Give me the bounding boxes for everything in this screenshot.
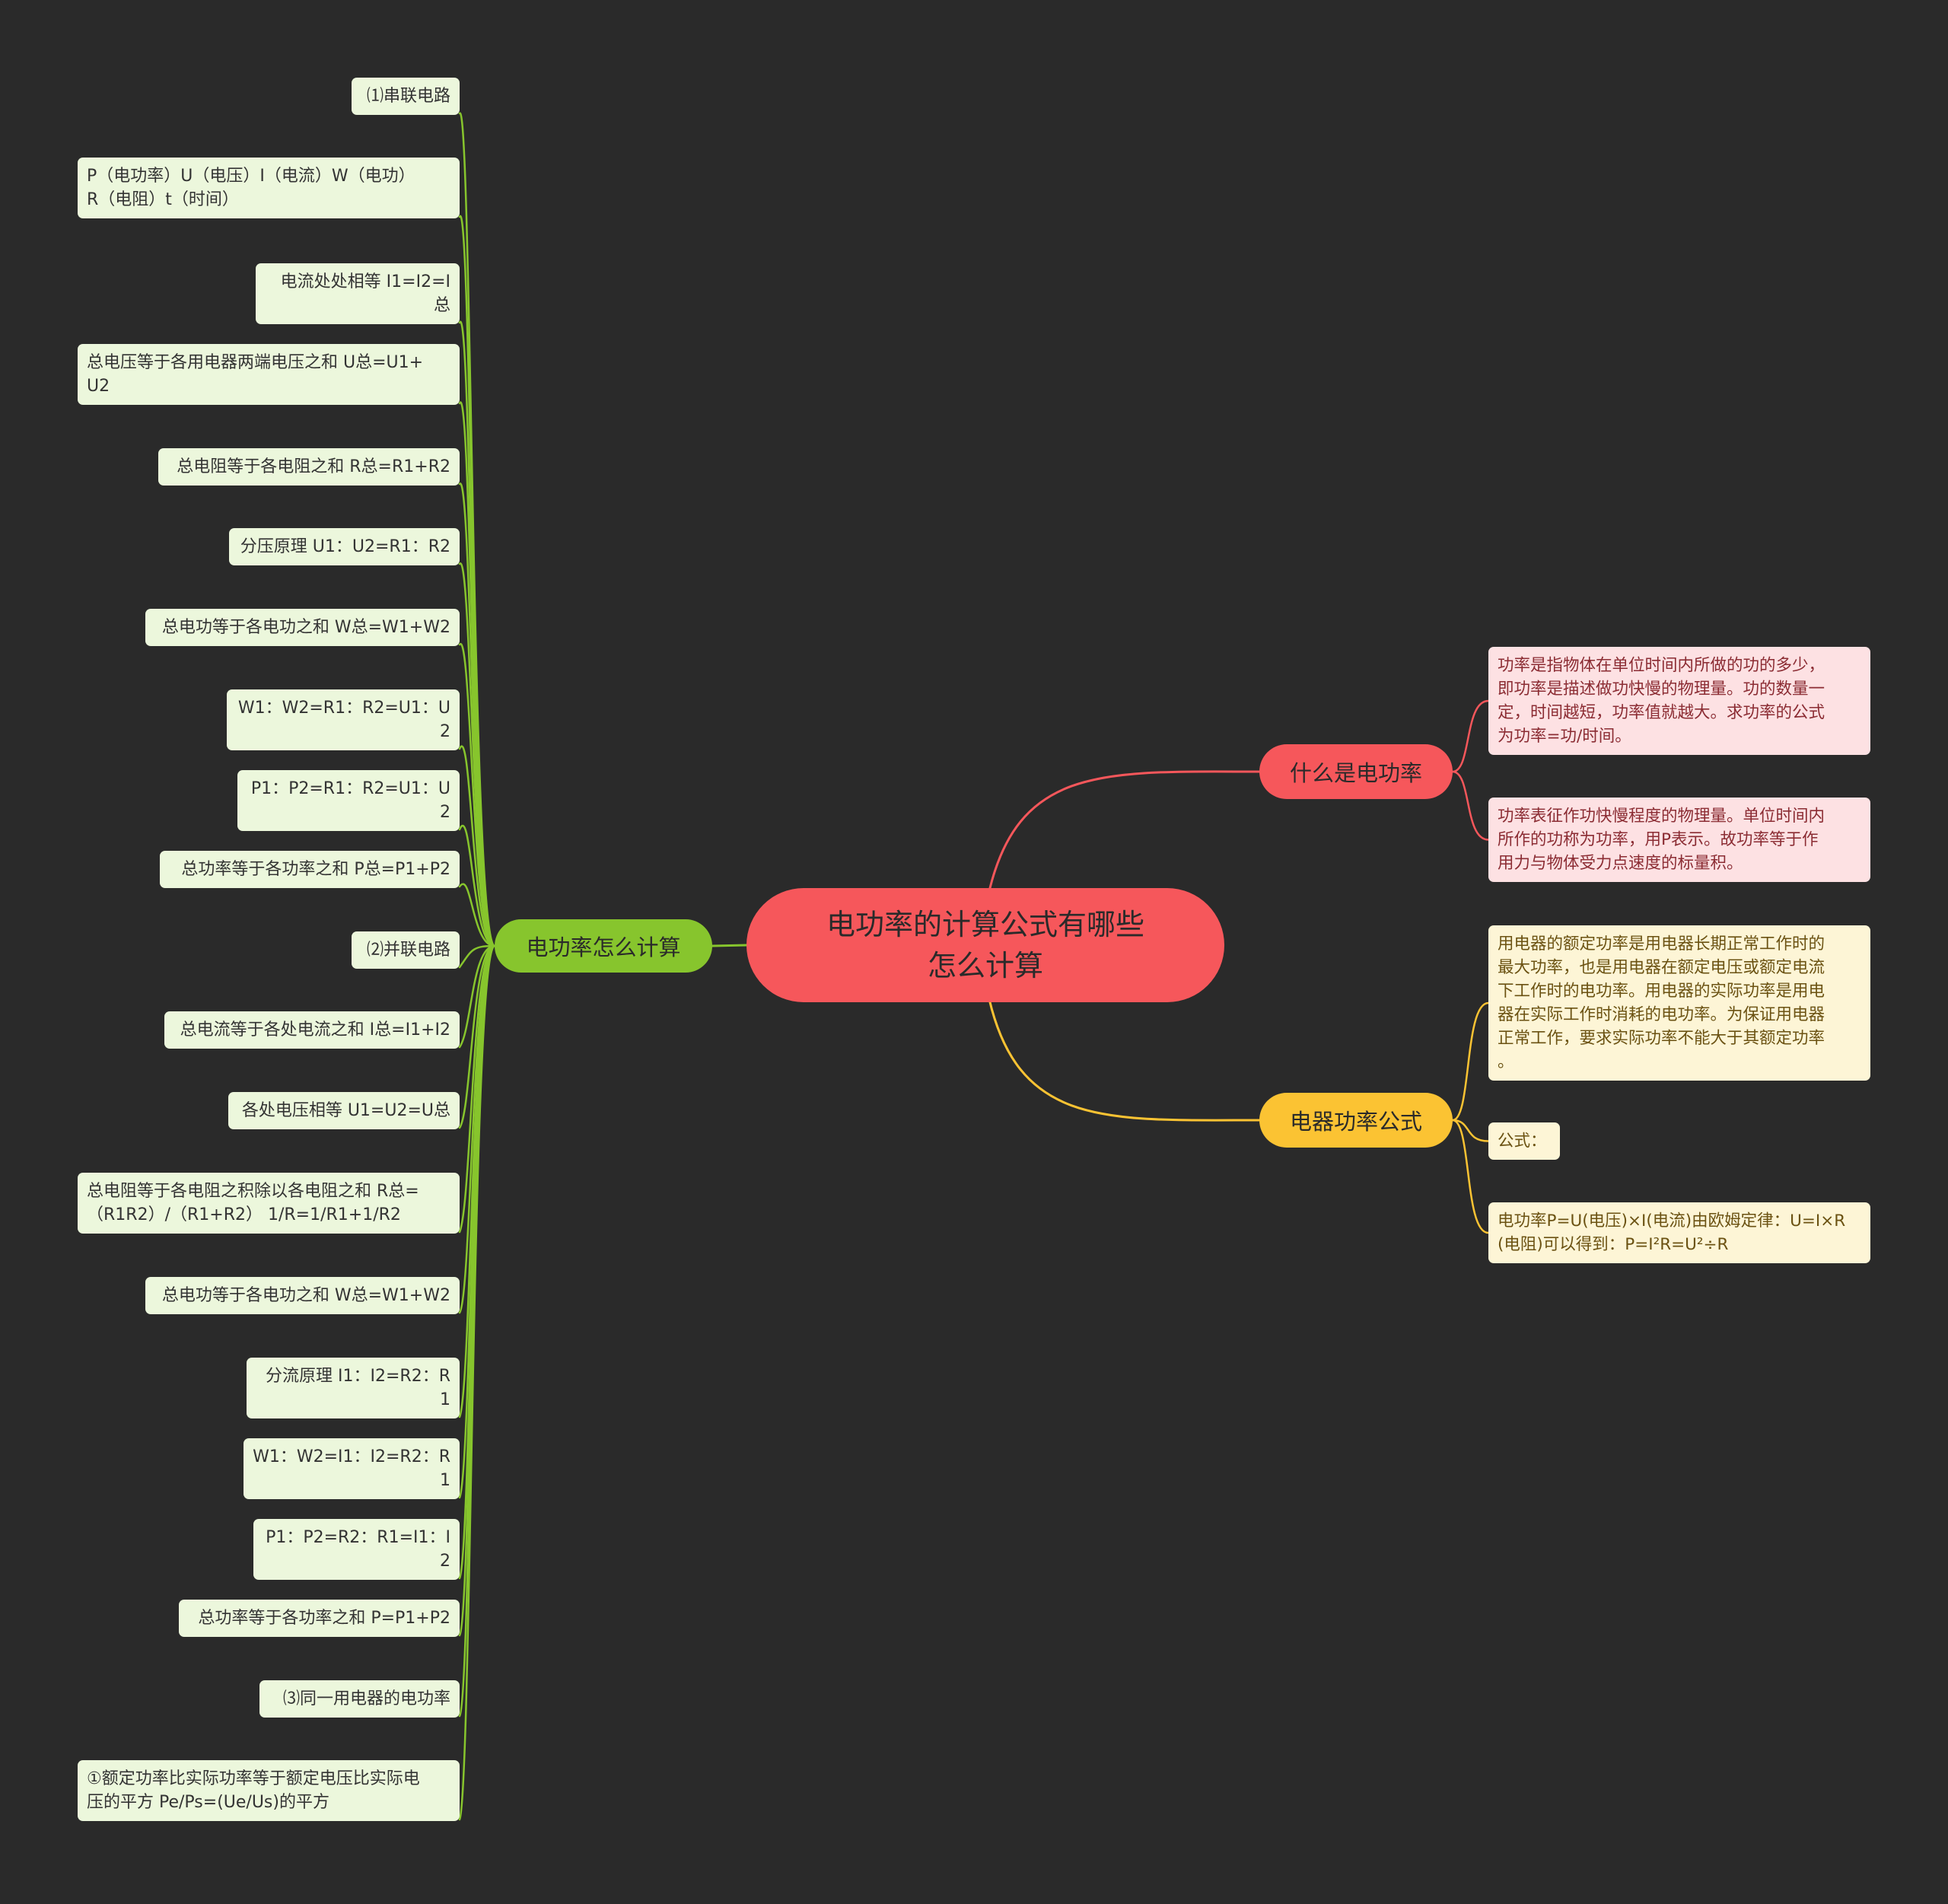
leaf-calc-8[interactable]: P1：P2=R1：R2=U1：U2: [237, 770, 460, 831]
leaf-calc-3[interactable]: 总电压等于各用电器两端电压之和 U总=U1+ U2: [78, 344, 460, 405]
link-calc-20: [458, 944, 496, 1821]
leaf-calc-0[interactable]: ⑴串联电路: [352, 78, 460, 115]
leaf-what-0[interactable]: 功率是指物体在单位时间内所做的功的多少， 即功率是描述做功快慢的物理量。功的数量…: [1488, 647, 1870, 755]
link-formula-0: [1451, 1001, 1490, 1122]
leaf-calc-14[interactable]: 总电功等于各电功之和 W总=W1+W2: [145, 1277, 460, 1314]
leaf-formula-2[interactable]: 电功率P=U(电压)×I(电流)由欧姆定律：U=I×R (电阻)可以得到：P=I…: [1488, 1202, 1870, 1263]
link-what-1: [1451, 770, 1490, 841]
root-topic[interactable]: 电功率的计算公式有哪些 怎么计算: [746, 888, 1224, 1002]
leaf-calc-15[interactable]: 分流原理 I1：I2=R2：R1: [247, 1358, 460, 1418]
root-topic-line1: 电功率的计算公式有哪些: [826, 908, 1144, 941]
leaf-calc-19[interactable]: ⑶同一用电器的电功率: [259, 1680, 460, 1718]
branch-what[interactable]: 什么是电功率: [1259, 744, 1453, 799]
leaf-calc-4[interactable]: 总电阻等于各电阻之和 R总=R1+R2: [158, 448, 460, 486]
link-calc-9: [458, 883, 496, 947]
branch-formula[interactable]: 电器功率公式: [1259, 1093, 1453, 1148]
leaf-calc-1[interactable]: P（电功率）U（电压）I（电流）W（电功） R（电阻）t（时间）: [78, 158, 460, 218]
leaf-what-1[interactable]: 功率表征作功快慢程度的物理量。单位时间内 所作的功称为功率，用P表示。故功率等于…: [1488, 798, 1870, 882]
leaf-calc-20[interactable]: ①额定功率比实际功率等于额定电压比实际电 压的平方 Pe/Ps=(Ue/Us)的…: [78, 1760, 460, 1821]
link-formula-1: [1451, 1119, 1490, 1142]
leaf-calc-6[interactable]: 总电功等于各电功之和 W总=W1+W2: [145, 609, 460, 646]
link-calc-10: [458, 944, 496, 969]
link-what-0: [1451, 699, 1490, 773]
leaf-formula-1[interactable]: 公式：: [1488, 1122, 1560, 1160]
link-calc-5: [458, 562, 496, 947]
leaf-calc-12[interactable]: 各处电压相等 U1=U2=U总: [228, 1092, 460, 1129]
link-calc-7: [458, 745, 496, 947]
branch-calc[interactable]: 电功率怎么计算: [495, 919, 712, 973]
link-calc-12: [458, 944, 496, 1129]
root-topic-line2: 怎么计算: [927, 949, 1043, 982]
leaf-calc-18[interactable]: 总功率等于各功率之和 P=P1+P2: [179, 1600, 460, 1637]
link-calc-8: [458, 825, 496, 947]
link-formula-2: [1451, 1119, 1490, 1234]
link-root-calc: [711, 944, 748, 947]
leaf-calc-7[interactable]: W1：W2=R1：R2=U1：U2: [227, 689, 460, 750]
link-root-what: [988, 770, 1261, 893]
leaf-calc-2[interactable]: 电流处处相等 I1=I2=I总: [256, 263, 460, 324]
link-calc-6: [458, 643, 496, 947]
leaf-calc-5[interactable]: 分压原理 U1：U2=R1：R2: [229, 528, 460, 565]
link-calc-13: [458, 944, 496, 1234]
leaf-formula-0[interactable]: 用电器的额定功率是用电器长期正常工作时的 最大功率，也是用电器在额定电压或额定电…: [1488, 925, 1870, 1081]
leaf-calc-16[interactable]: W1：W2=I1：I2=R2：R1: [244, 1438, 460, 1499]
leaf-calc-17[interactable]: P1：P2=R2：R1=I1：I2: [253, 1519, 460, 1580]
leaf-calc-9[interactable]: 总功率等于各功率之和 P总=P1+P2: [160, 851, 460, 888]
link-root-formula: [988, 998, 1261, 1122]
leaf-calc-13[interactable]: 总电阻等于各电阻之积除以各电阻之和 R总= （R1R2）/（R1+R2） 1/R…: [78, 1173, 460, 1234]
leaf-calc-10[interactable]: ⑵并联电路: [352, 931, 460, 969]
link-calc-11: [458, 944, 496, 1049]
leaf-calc-11[interactable]: 总电流等于各处电流之和 I总=I1+I2: [164, 1011, 460, 1049]
